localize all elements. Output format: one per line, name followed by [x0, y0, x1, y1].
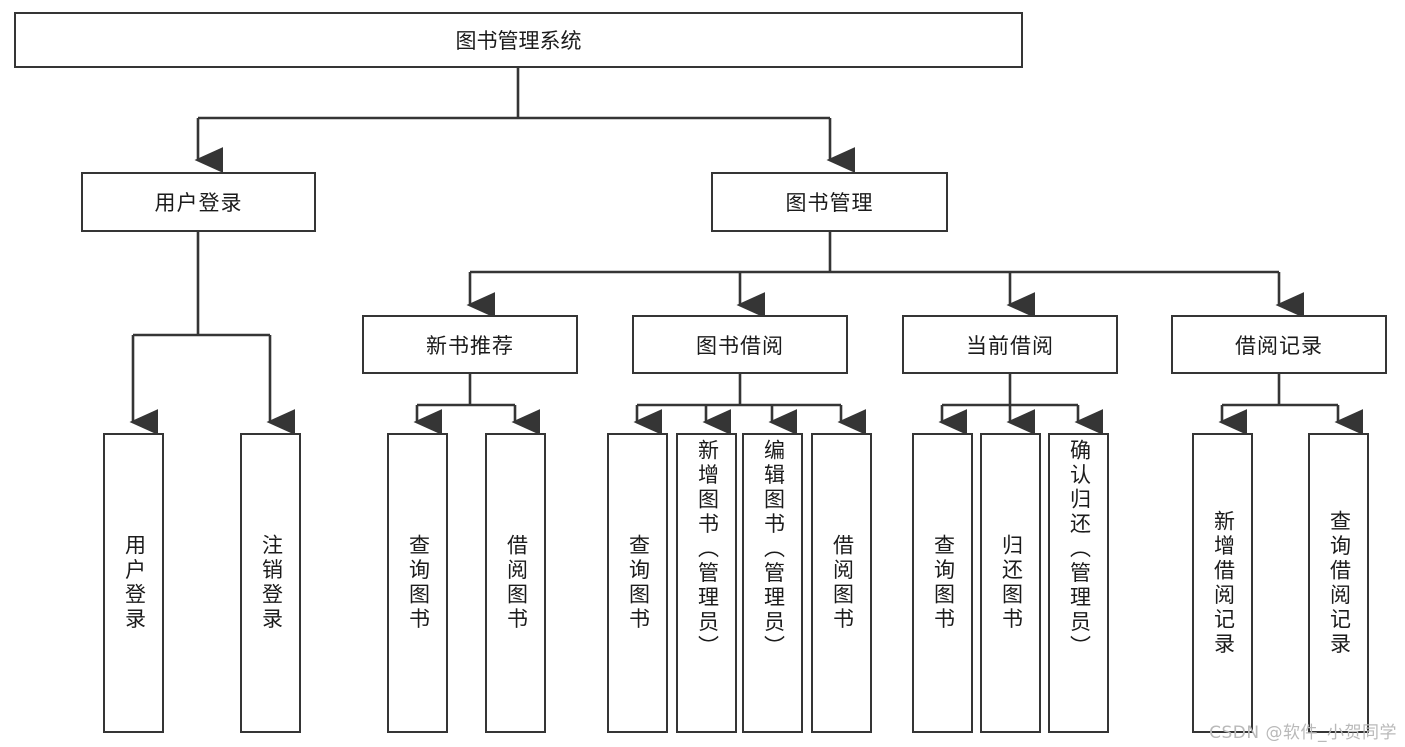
node-label: 图书借阅: [696, 333, 784, 358]
leaf-add-borrow-record[interactable]: 新增借阅记录: [1192, 433, 1253, 733]
leaf-borrow-books-new[interactable]: 借阅图书: [485, 433, 546, 733]
leaf-query-books-current[interactable]: 查询图书: [912, 433, 973, 733]
node-new-book-recommendation[interactable]: 新书推荐: [362, 315, 578, 374]
leaf-return-books[interactable]: 归还图书: [980, 433, 1041, 733]
leaf-label: 编辑图书（管理员）: [761, 439, 786, 660]
leaf-user-login[interactable]: 用户登录: [103, 433, 164, 733]
node-book-borrow[interactable]: 图书借阅: [632, 315, 848, 374]
node-root-book-management-system[interactable]: 图书管理系统: [14, 12, 1023, 68]
leaf-label: 新增图书（管理员）: [695, 439, 720, 660]
leaf-query-books-new[interactable]: 查询图书: [387, 433, 448, 733]
leaf-label: 查询图书: [406, 534, 431, 632]
node-label: 借阅记录: [1235, 333, 1323, 358]
leaf-logout[interactable]: 注销登录: [240, 433, 301, 733]
leaf-add-book-admin[interactable]: 新增图书（管理员）: [676, 433, 737, 733]
leaf-query-borrow-record[interactable]: 查询借阅记录: [1308, 433, 1369, 733]
leaf-label: 借阅图书: [504, 534, 529, 632]
leaf-edit-book-admin[interactable]: 编辑图书（管理员）: [742, 433, 803, 733]
leaf-query-books-borrow[interactable]: 查询图书: [607, 433, 668, 733]
leaf-label: 归还图书: [999, 534, 1024, 632]
node-label: 图书管理系统: [455, 29, 582, 53]
node-label: 图书管理: [785, 191, 874, 215]
leaf-label: 注销登录: [259, 534, 284, 632]
leaf-label: 用户登录: [122, 534, 147, 632]
node-user-login[interactable]: 用户登录: [81, 172, 316, 232]
node-label: 新书推荐: [426, 333, 514, 358]
node-label: 当前借阅: [966, 333, 1054, 358]
leaf-borrow-books[interactable]: 借阅图书: [811, 433, 872, 733]
node-current-borrow[interactable]: 当前借阅: [902, 315, 1118, 374]
leaf-label: 查询借阅记录: [1327, 509, 1352, 657]
leaf-confirm-return-admin[interactable]: 确认归还（管理员）: [1048, 433, 1109, 733]
leaf-label: 查询图书: [931, 534, 956, 632]
node-borrow-records[interactable]: 借阅记录: [1171, 315, 1387, 374]
leaf-label: 查询图书: [626, 534, 651, 632]
leaf-label: 确认归还（管理员）: [1067, 439, 1092, 660]
node-book-management[interactable]: 图书管理: [711, 172, 948, 232]
csdn-watermark: CSDN @软件_小贺同学: [1209, 723, 1397, 743]
node-label: 用户登录: [154, 191, 243, 215]
leaf-label: 新增借阅记录: [1211, 509, 1236, 657]
leaf-label: 借阅图书: [830, 534, 855, 632]
